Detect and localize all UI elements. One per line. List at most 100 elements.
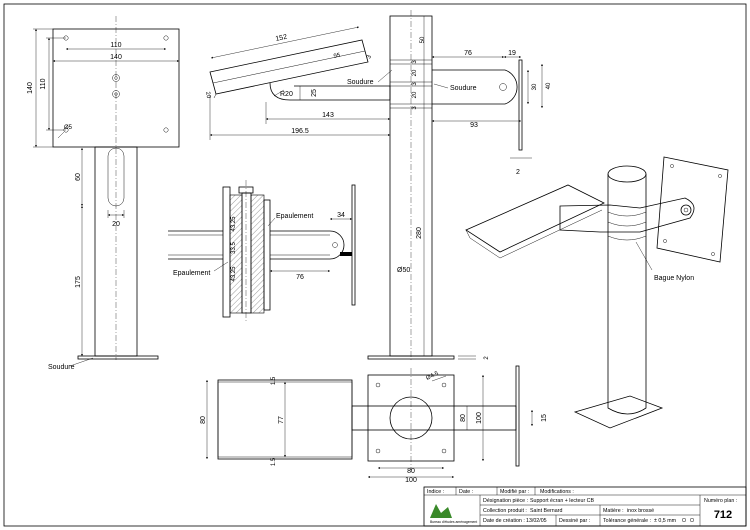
dim-bot-15: 15	[541, 414, 548, 422]
arm-bracket	[269, 82, 391, 101]
dim-bot-80: 80	[200, 416, 207, 424]
dim-arm-152: 152	[275, 34, 288, 43]
dim-140-height: 140	[27, 82, 34, 94]
side-base	[367, 355, 455, 360]
side-view: 50 3 20 3 20 3 76 19 30 40 93 2 280 Ø50 …	[347, 10, 552, 362]
shoulder-label-top: Epaulement	[276, 213, 313, 220]
tb-dessine-label: Dessiné par :	[559, 518, 590, 524]
tb-tolerance-value: ± 0,5 mm	[654, 518, 677, 524]
tb-modifie-par: Modifié par :	[500, 489, 529, 495]
dim-arm-r20: R20	[280, 91, 293, 98]
section-bush	[263, 199, 271, 311]
tb-designation-value: Support écran + lecteur CB	[530, 498, 595, 504]
dim-arm-3: 3	[366, 54, 373, 60]
arm-view: 152 95 3 20 R20 25 143 196.5	[204, 26, 391, 140]
company-logo	[430, 504, 452, 518]
tb-modifications: Modifications :	[540, 489, 574, 495]
weld-label-1: Soudure	[347, 79, 374, 86]
dim-arm-20: 20	[204, 91, 211, 99]
side-plate	[518, 59, 523, 151]
section-bolt-right	[250, 194, 265, 314]
base-hole	[375, 448, 381, 454]
plate-hole	[163, 127, 169, 133]
tb-indice: Indice :	[427, 489, 444, 495]
sheet-border	[3, 3, 747, 527]
dim-bot-15a: 1.5	[271, 376, 277, 385]
dim-bot-80w: 80	[407, 468, 415, 475]
iso-wall-plate	[656, 156, 729, 263]
base-hole	[375, 382, 381, 388]
dim-side-76: 76	[464, 50, 472, 57]
pivot-hole	[499, 83, 507, 91]
iso-tray	[465, 184, 605, 253]
dim-side-dia50: Ø50	[397, 267, 410, 274]
dim-side-3c: 3	[412, 106, 418, 110]
section-end	[329, 230, 345, 260]
logo-text: Bureau d'études aménagement	[430, 520, 477, 524]
front-view: 110 140 140 110 Ø5 60 20 175 Soudure	[27, 16, 180, 371]
dim-side-93: 93	[470, 122, 478, 129]
dim-arm-95: 95	[333, 53, 341, 60]
plate-hole	[163, 35, 169, 41]
iso-post	[607, 174, 647, 415]
dim-side-280: 280	[416, 227, 423, 239]
dim-sec-c: 43.25	[231, 266, 237, 282]
end-plate-plan	[515, 365, 520, 467]
dim-bot-15b: 1.5	[271, 457, 277, 466]
dim-110-width: 110	[110, 42, 121, 49]
dim-bot-80v: 80	[460, 414, 467, 422]
dim-side-40: 40	[546, 82, 552, 89]
dim-slot-60: 60	[75, 173, 82, 181]
dim-side-3b: 3	[412, 82, 418, 86]
tb-tolerance-label: Tolérance générale :	[603, 518, 651, 524]
iso-view: Bague Nylon	[465, 156, 729, 429]
dim-side-2b: 2	[484, 356, 490, 360]
tb-date-value: 13/02/05	[526, 518, 547, 524]
weld-label-2: Soudure	[450, 85, 477, 92]
tb-collection-value: Saint Bernard	[530, 508, 562, 514]
tb-date-label: Date de création :	[483, 518, 525, 524]
tb-plan-value: 712	[714, 509, 732, 521]
side-arm	[432, 69, 518, 105]
dim-arm-143: 143	[322, 112, 334, 119]
dim-side-50: 50	[420, 36, 426, 43]
shoulder-label-bottom: Epaulement	[173, 270, 210, 277]
dim-bot-100h: 100	[476, 412, 483, 424]
dim-side-20a: 20	[412, 69, 418, 76]
dim-side-2: 2	[516, 169, 520, 176]
dim-arm-196: 196.5	[291, 128, 309, 135]
dim-arm-25: 25	[311, 89, 318, 97]
section-view: 43.25 33.5 43.25 34 76 Epaulement Epaule…	[168, 180, 356, 322]
dim-sec-76: 76	[296, 274, 304, 281]
arm-plan	[351, 405, 517, 431]
section-plate	[222, 186, 231, 318]
dim-sec-a: 43.25	[231, 216, 237, 232]
tb-matiere-value: inox brossé	[627, 508, 654, 514]
dim-bot-77: 77	[278, 416, 285, 424]
iso-arm	[559, 197, 695, 233]
iso-pivot	[680, 204, 692, 216]
base-hole	[441, 382, 447, 388]
section-side-plate	[351, 184, 356, 306]
dim-side-20b: 20	[412, 91, 418, 98]
tb-matiere-label: Matière :	[603, 508, 624, 514]
title-block: Indice : Date : Modifié par : Modificati…	[423, 486, 747, 527]
weld-label: Soudure	[48, 364, 75, 371]
dim-175-height: 175	[75, 276, 82, 288]
dim-110-height: 110	[40, 78, 47, 89]
tb-date: Date :	[459, 489, 473, 495]
dim-side-30: 30	[532, 83, 538, 90]
base-plate	[77, 355, 159, 360]
dim-side-3a: 3	[412, 60, 418, 64]
section-bolt-core	[241, 192, 252, 314]
nylon-ring-label: Bague Nylon	[654, 275, 694, 282]
iso-base	[573, 395, 664, 429]
dim-sec-34: 34	[337, 212, 345, 219]
tb-designation-label: Désignation pièce :	[483, 498, 528, 504]
dim-sec-b: 33.5	[231, 242, 237, 254]
dim-slot-20: 20	[112, 221, 120, 228]
tb-collection-label: Collection produit :	[483, 508, 527, 514]
dim-side-19: 19	[508, 50, 516, 57]
dim-hole-dia: Ø5	[64, 125, 73, 131]
